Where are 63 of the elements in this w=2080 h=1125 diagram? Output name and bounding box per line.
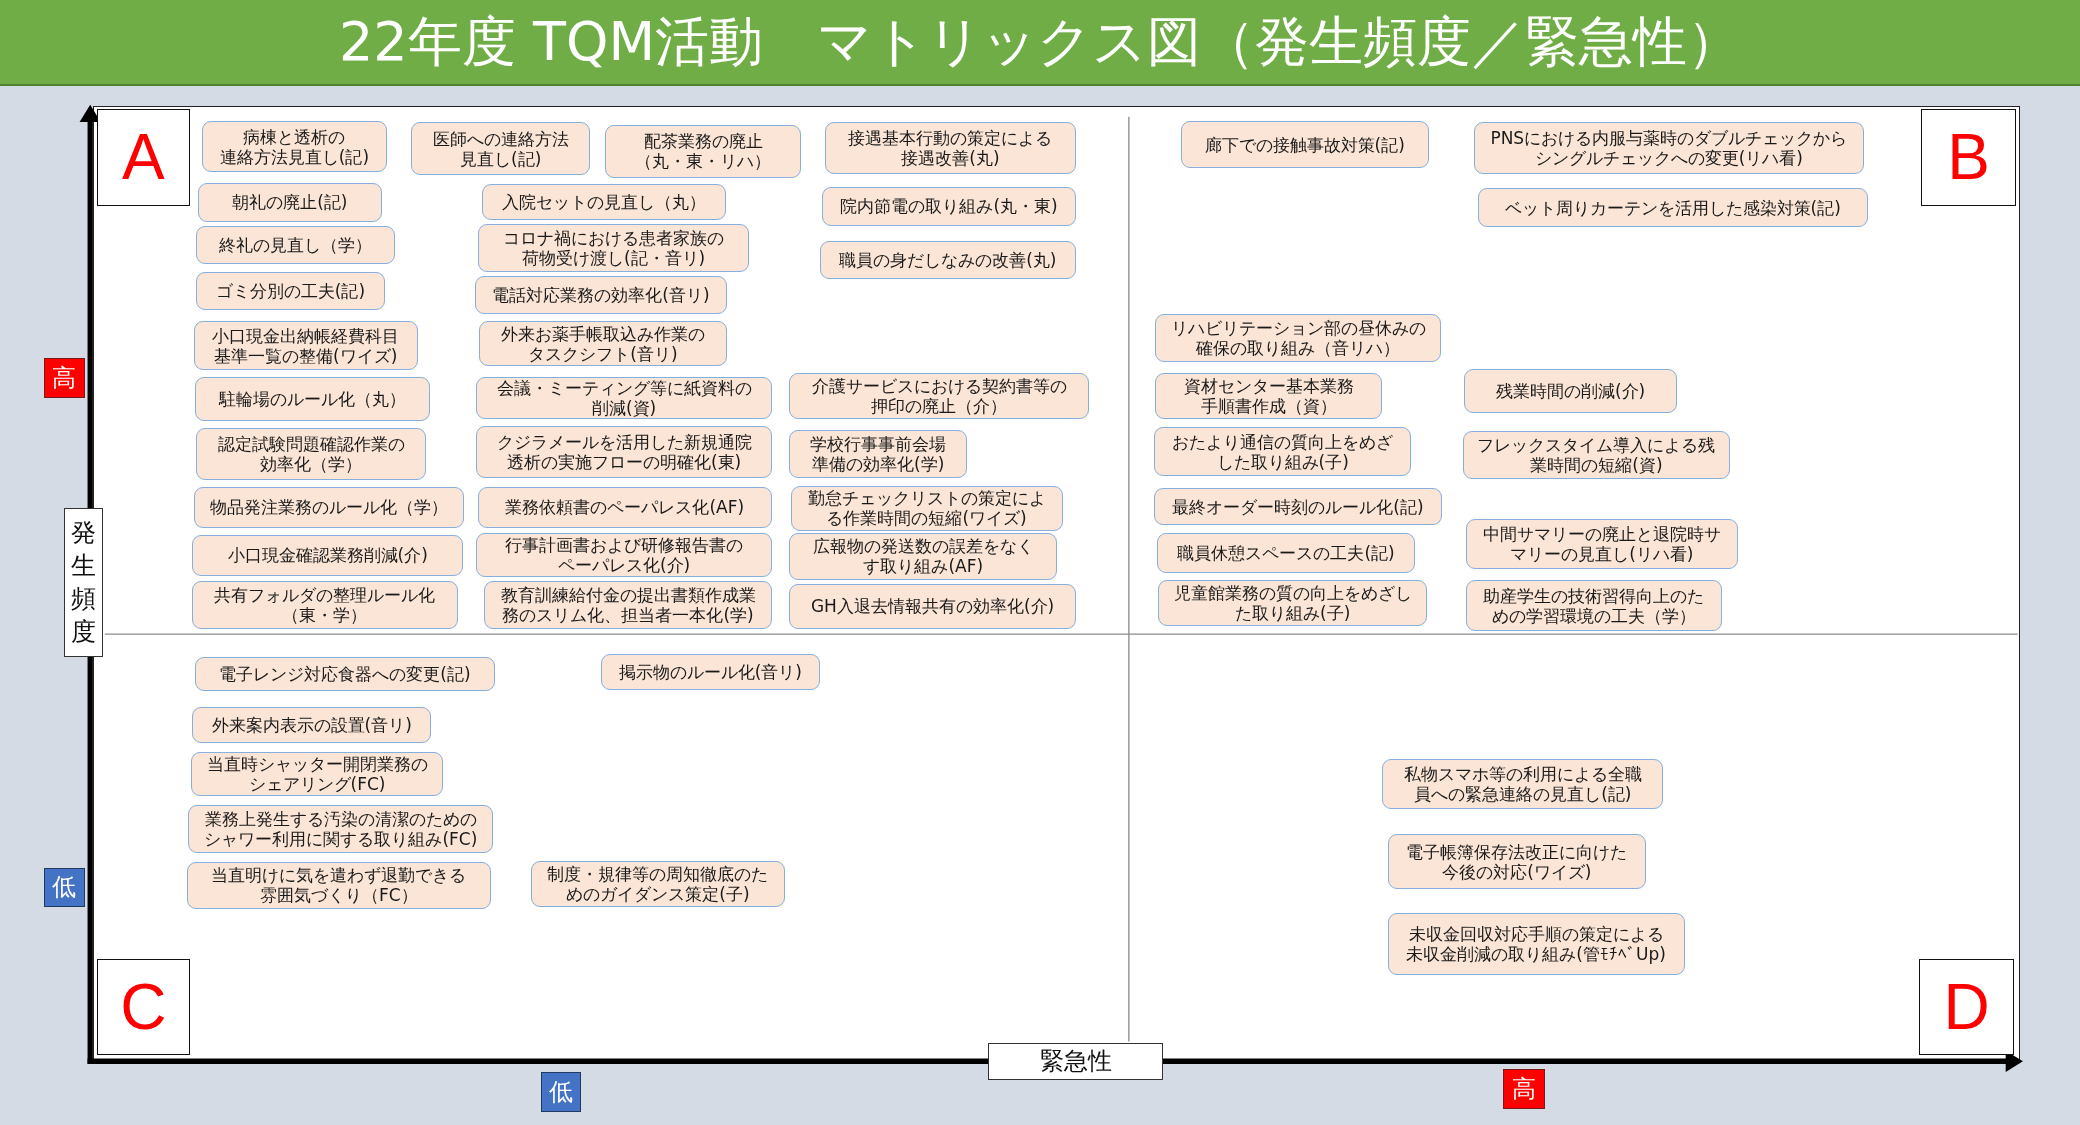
- activity-box: 電話対応業務の効率化(音リ): [474, 275, 727, 315]
- activity-box: 院内節電の取り組み(丸・東): [822, 187, 1076, 226]
- activity-box: 当直時シャッター開閉業務のシェアリング(FC): [191, 752, 444, 796]
- title-banner: 22年度 TQM活動 マトリックス図（発生頻度／緊急性）: [0, 0, 2080, 86]
- activity-box: 駐輪場のルール化（丸）: [195, 376, 430, 421]
- activity-box: 学校行事事前会場準備の効率化(学): [789, 429, 968, 478]
- activity-box: 外来お薬手帳取込み作業のタスクシフト(音リ): [478, 321, 727, 367]
- activity-box: 私物スマホ等の利用による全職員への緊急連絡の見直し(記): [1382, 758, 1664, 810]
- activity-box: 朝礼の廃止(記): [197, 183, 382, 222]
- activity-box: 助産学生の技術習得向上のための学習環境の工夫（学）: [1465, 579, 1722, 632]
- activity-box: ベット周りカーテンを活用した感染対策(記): [1477, 188, 1868, 227]
- axis-level-label: 低: [43, 867, 85, 908]
- activity-box: 病棟と透析の連絡方法見直し(記): [201, 120, 388, 173]
- axis-level-label: 低: [541, 1071, 581, 1112]
- activity-box: 中間サマリーの廃止と退院時サマリーの見直し(リハ看): [1465, 518, 1738, 570]
- activity-box: 掲示物のルール化(音リ): [600, 653, 820, 690]
- activity-box: 接遇基本行動の策定による接遇改善(丸): [825, 122, 1076, 174]
- activity-box: 認定試験問題確認作業の効率化（学）: [196, 428, 426, 481]
- activity-box: 最終オーダー時刻のルール化(記): [1154, 488, 1442, 526]
- activity-box: コロナ禍における患者家族の荷物受け渡し(記・音リ): [477, 224, 750, 272]
- activity-box: 児童館業務の質の向上をめざした取り組み(子): [1158, 579, 1428, 627]
- activity-box: 資材センター基本業務手順書作成（資）: [1155, 372, 1383, 420]
- activity-box: 広報物の発送数の誤差をなくす取り組み(AF): [789, 533, 1058, 580]
- activity-box: 介護サービスにおける契約書等の押印の廃止（介）: [789, 372, 1090, 420]
- activity-box: 制度・規律等の周知徹底のためのガイダンス策定(子): [530, 860, 786, 908]
- activity-box: 未収金回収対応手順の策定による未収金削減の取り組み(管ﾓﾁﾍﾞUp): [1387, 912, 1685, 975]
- activity-box: 共有フォルダの整理ルール化（東・学）: [192, 581, 458, 629]
- activity-box: PNSにおける内服与薬時のダブルチェックからシングルチェックへの変更(リハ看): [1473, 122, 1864, 174]
- activity-box: GH入退去情報共有の効率化(介): [789, 583, 1076, 629]
- activity-box: 業務上発生する汚染の清潔のためのシャワー利用に関する取り組み(FC): [188, 805, 494, 853]
- activity-box: リハビリテーション部の昼休みの確保の取り組み（音リハ）: [1155, 314, 1441, 363]
- activity-box: 当直明けに気を遣わず退勤できる雰囲気づくり（FC）: [187, 862, 491, 909]
- activity-box: ゴミ分別の工夫(記): [196, 271, 385, 311]
- activity-box: 電子レンジ対応食器への変更(記): [195, 656, 495, 692]
- activity-box: クジラメールを活用した新規通院透析の実施フローの明確化(東): [476, 425, 773, 478]
- activity-box: 外来案内表示の設置(音リ): [192, 707, 432, 743]
- activity-box: 医師への連絡方法見直し(記): [411, 122, 591, 176]
- quadrant-label: A: [96, 108, 190, 206]
- activity-box: 業務依頼書のペーパレス化(AF): [477, 486, 773, 528]
- activity-box: 残業時間の削減(介): [1464, 368, 1677, 413]
- activity-box: フレックスタイム導入による残業時間の短縮(資): [1463, 431, 1730, 479]
- activity-box: おたより通信の質向上をめざした取り組み(子): [1154, 427, 1412, 477]
- activity-box: 職員休憩スペースの工夫(記): [1156, 533, 1416, 574]
- activity-box: 小口現金確認業務削減(介): [192, 534, 463, 576]
- activity-box: 物品発注業務のルール化（学）: [193, 486, 465, 528]
- activity-box: 職員の身だしなみの改善(丸): [819, 241, 1076, 279]
- activity-box: 教育訓練給付金の提出書類作成業務のスリム化、担当者一本化(学): [484, 581, 772, 629]
- activity-box: 電子帳簿保存法改正に向けた今後の対応(ワイズ): [1387, 834, 1647, 889]
- quadrant-label: B: [1920, 108, 2017, 206]
- activity-box: 終礼の見直し（学）: [196, 225, 396, 264]
- activity-box: 廊下での接触事故対策(記): [1180, 120, 1429, 169]
- activity-box: 配茶業務の廃止（丸・東・リハ）: [604, 124, 802, 178]
- activity-box: 入院セットの見直し（丸）: [481, 184, 726, 221]
- quadrant-label: C: [96, 959, 190, 1055]
- axis-level-label: 高: [43, 358, 85, 398]
- activity-box: 行事計画書および研修報告書のペーパレス化(介): [476, 533, 773, 577]
- axis-level-label: 高: [1502, 1069, 1546, 1109]
- quadrant-label: D: [1919, 959, 2014, 1055]
- activity-box: 会議・ミーティング等に紙資料の削減(資): [476, 376, 773, 420]
- axis-title: 緊急性: [988, 1042, 1164, 1080]
- activity-box: 勤怠チェックリストの策定による作業時間の短縮(ワイズ): [790, 485, 1063, 531]
- axis-title: 発生頻度: [63, 508, 104, 657]
- activity-box: 小口現金出納帳経費科目基準一覧の整備(ワイズ): [193, 321, 418, 371]
